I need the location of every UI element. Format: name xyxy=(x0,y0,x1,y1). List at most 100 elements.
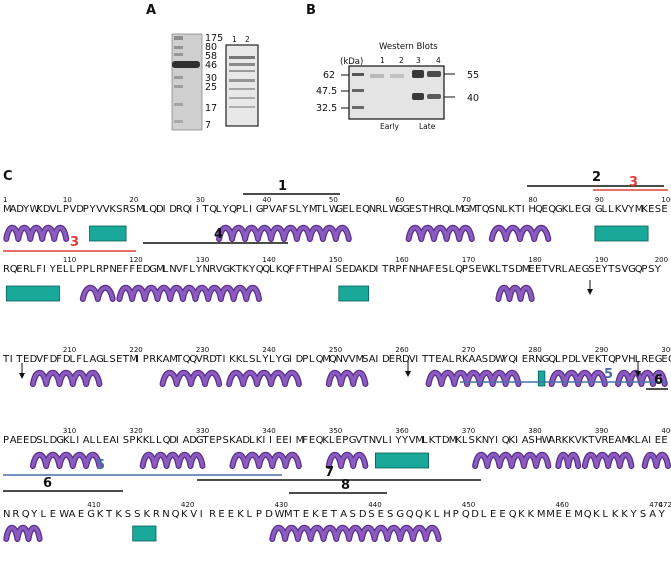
kda-unit-label: (kDa) xyxy=(340,57,363,67)
residue: E xyxy=(303,509,309,520)
residue: L xyxy=(70,264,76,275)
position-number: 330 xyxy=(196,427,209,435)
residue: Y xyxy=(22,204,30,215)
residue: L xyxy=(149,435,155,446)
alpha-helix xyxy=(495,284,535,302)
residue: P xyxy=(216,435,222,446)
residue: W xyxy=(275,509,285,520)
residue: A xyxy=(90,354,97,365)
residue: L xyxy=(434,509,440,520)
residue: L xyxy=(382,204,388,215)
residue: N xyxy=(109,264,116,275)
residue: K xyxy=(429,435,436,446)
residue: F xyxy=(183,264,189,275)
residue: L xyxy=(602,509,608,520)
residue: M xyxy=(136,204,145,215)
residue: L xyxy=(422,435,428,446)
residue: E xyxy=(595,264,601,275)
marker-label: 55 xyxy=(467,70,479,81)
residue: V xyxy=(409,435,416,446)
residue: L xyxy=(555,354,561,365)
position-number: 410 xyxy=(87,501,100,509)
residue: K xyxy=(508,204,515,215)
sequence-rows: 1102030405060708090100MADYWKDVLPVDPYVVKS… xyxy=(2,196,671,520)
panel-a-label: A xyxy=(146,3,156,18)
lane-label: 2 xyxy=(399,56,404,65)
residue: A xyxy=(163,354,170,365)
residue: E xyxy=(23,435,29,446)
position-number: 320 xyxy=(129,427,142,435)
position-number: 260 xyxy=(395,346,408,354)
residue: S xyxy=(528,435,534,446)
residue: L xyxy=(449,264,455,275)
residue: H xyxy=(443,509,451,520)
lane-label: 1 xyxy=(232,35,237,44)
residue: N xyxy=(409,264,416,275)
residue: K xyxy=(229,354,236,365)
residue: V xyxy=(50,204,57,215)
position-number: 370 xyxy=(462,427,475,435)
residue: V xyxy=(36,354,43,365)
residue: S xyxy=(615,264,621,275)
residue: E xyxy=(342,204,348,215)
position-number: 310 xyxy=(63,427,76,435)
residue: K xyxy=(615,204,622,215)
residue: E xyxy=(648,204,654,215)
position-number: 380 xyxy=(528,427,541,435)
residue: V xyxy=(349,354,356,365)
beta-strand xyxy=(594,225,649,242)
residue: E xyxy=(661,354,667,365)
residue: L xyxy=(329,435,335,446)
marker-label: 30 xyxy=(205,73,217,84)
residue: M xyxy=(546,509,555,520)
region-label: 8 xyxy=(341,478,350,493)
residue: K xyxy=(136,435,143,446)
residue: L xyxy=(269,354,275,365)
residue: E xyxy=(103,435,109,446)
residue: I xyxy=(43,264,46,275)
marker-label: 46 xyxy=(205,60,217,71)
residue: L xyxy=(143,204,149,215)
position-number: 140 xyxy=(262,256,275,264)
residue: K xyxy=(595,354,602,365)
residue: A xyxy=(10,204,17,215)
residue: S xyxy=(350,509,356,520)
residue: G xyxy=(582,264,590,275)
residue: Q xyxy=(256,264,264,275)
residue: M xyxy=(415,435,424,446)
marker-label: 62 xyxy=(323,70,335,81)
residue: G xyxy=(655,354,663,365)
residue: K xyxy=(109,204,116,215)
residue: F xyxy=(129,264,135,275)
region-label: 3 xyxy=(629,175,638,190)
residue: E xyxy=(342,264,348,275)
residue: L xyxy=(449,354,455,365)
residue: D xyxy=(568,354,576,365)
residue: V xyxy=(409,354,416,365)
residue: R xyxy=(641,354,648,365)
beta-strand xyxy=(132,525,157,542)
residue: D xyxy=(209,354,217,365)
residue: Q xyxy=(406,509,414,520)
residue: L xyxy=(156,435,162,446)
residue: E xyxy=(389,354,395,365)
residue: K xyxy=(641,204,648,215)
residue: D xyxy=(382,354,390,365)
region-label: 3 xyxy=(70,235,79,250)
residue: K xyxy=(236,354,243,365)
residue: N xyxy=(162,509,169,520)
position-number: 290 xyxy=(595,346,608,354)
residue: L xyxy=(90,435,96,446)
residue: Q xyxy=(584,509,592,520)
residue: I xyxy=(262,435,265,446)
residue: K xyxy=(621,509,628,520)
residue: K xyxy=(455,435,462,446)
residue: D xyxy=(402,354,410,365)
residue: T xyxy=(315,204,323,215)
position-number: 460 xyxy=(556,501,569,509)
residue: D xyxy=(30,435,38,446)
residue: K xyxy=(63,435,70,446)
residue: E xyxy=(23,354,29,365)
residue: M xyxy=(356,354,365,365)
residue: G xyxy=(196,435,204,446)
